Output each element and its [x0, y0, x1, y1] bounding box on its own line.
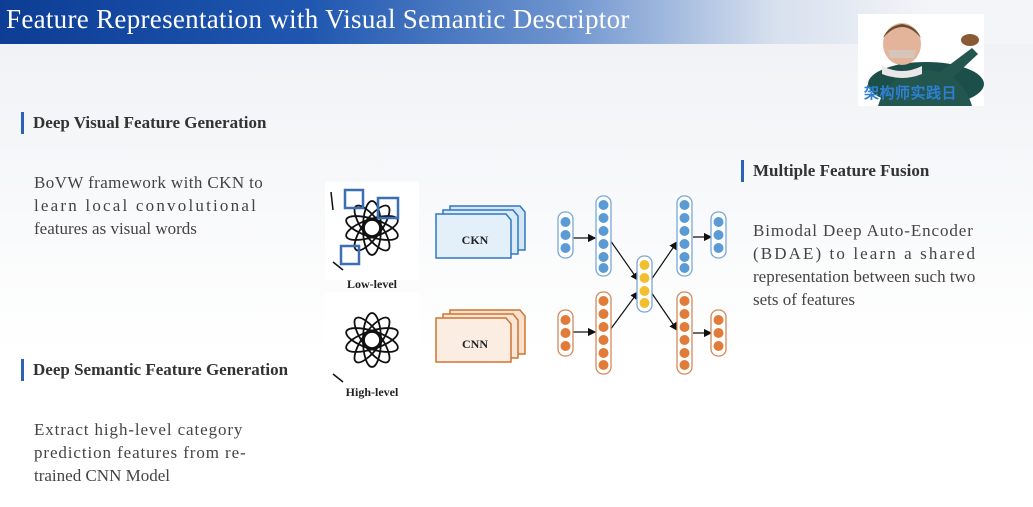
- shared-representation-layer: [636, 255, 653, 313]
- visual-feature-line-3: features as visual words: [34, 219, 197, 238]
- ckn-box: [435, 205, 526, 259]
- visual-feature-heading: Deep Visual Feature Generation: [21, 112, 266, 134]
- blue-input-layer: [557, 211, 574, 259]
- orange-output-layer: [710, 309, 727, 357]
- fusion-line-1: Bimodal Deep Auto-Encoder: [753, 221, 974, 240]
- orange-input-layer: [557, 309, 574, 357]
- cnn-label: CNN: [462, 337, 488, 351]
- orange-reconstruction-hidden-layer: [676, 291, 693, 375]
- orange-hidden-layer: [595, 291, 612, 375]
- fusion-line-4: sets of features: [753, 290, 855, 309]
- semantic-feature-line-3: trained CNN Model: [34, 466, 170, 485]
- blue-output-layer: [710, 211, 727, 259]
- fusion-heading: Multiple Feature Fusion: [741, 160, 929, 182]
- semantic-feature-line-2: prediction features from re-: [34, 443, 247, 462]
- semantic-feature-heading: Deep Semantic Feature Generation: [21, 359, 288, 381]
- slide-title: Feature Representation with Visual Seman…: [6, 4, 630, 34]
- semantic-feature-line-1: Extract high-level category: [34, 420, 244, 439]
- logo-text: 架构师实践日: [864, 84, 958, 102]
- ckn-label: CKN: [462, 233, 489, 247]
- logo-image: [858, 14, 984, 106]
- blue-reconstruction-hidden-layer: [676, 195, 693, 277]
- fusion-line-3: representation between such two: [753, 267, 976, 286]
- high-level-label: High-level: [346, 385, 399, 399]
- fusion-line-2: (BDAE) to learn a shared: [753, 244, 978, 263]
- visual-feature-line-1: BoVW framework with CKN to: [34, 173, 264, 192]
- cnn-box: [435, 309, 526, 363]
- network-connections: [573, 232, 713, 338]
- blue-hidden-layer: [595, 195, 612, 277]
- low-level-flower-image: [325, 182, 419, 280]
- fusion-diagram: Low-level High-level CKN: [325, 182, 727, 399]
- low-level-label: Low-level: [347, 277, 398, 291]
- visual-feature-line-2: learn local convolutional: [34, 196, 258, 215]
- high-level-flower-image: [325, 292, 419, 388]
